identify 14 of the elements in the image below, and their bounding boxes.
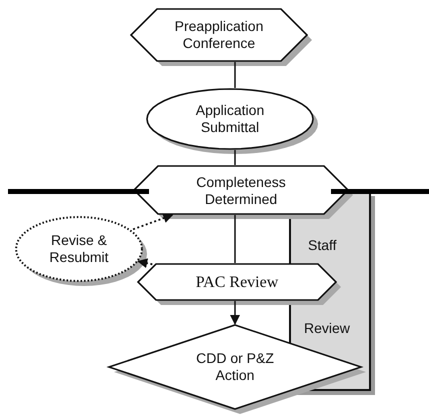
node-label: CDD or P&Z Action — [195, 350, 275, 384]
node-label: PAC Review — [196, 274, 278, 290]
node-label: Completeness Determined — [195, 174, 287, 208]
connector-line — [234, 150, 236, 165]
band-label: Staff — [308, 237, 337, 253]
dotted-arrow — [137, 258, 152, 268]
arrow — [230, 301, 240, 325]
dotted-arrow — [132, 213, 174, 230]
connector-line — [234, 62, 236, 88]
node-label: Preapplication Conference — [174, 18, 264, 52]
band-label: Review — [304, 320, 350, 336]
node-label: Application Submittal — [194, 102, 266, 136]
connector-line — [234, 215, 236, 263]
node-label: Revise & Resubmit — [48, 232, 110, 266]
